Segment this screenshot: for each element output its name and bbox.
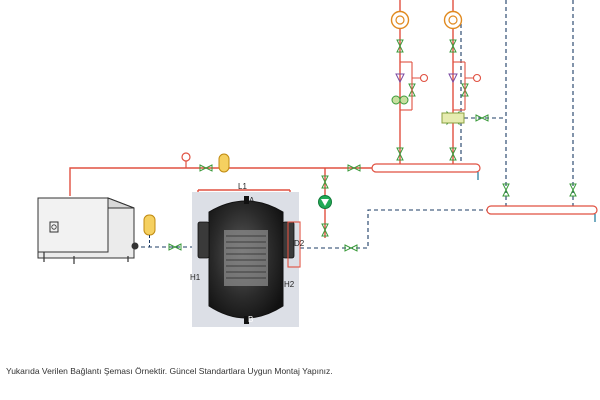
valve-icon [396,39,404,53]
valve-icon [449,39,457,53]
label-h2: H2 [284,280,295,289]
return-piping [134,0,574,249]
label-a: A [249,196,255,205]
valve-icon [321,223,329,237]
expansion-tank-left [143,214,156,247]
valve-icon [449,147,457,161]
valve-icon [344,244,358,252]
motorized-valve-icon [391,95,401,105]
zone-pump-icon [390,10,410,30]
supply-header [371,163,481,173]
expansion-tank-top [218,153,230,173]
boiler [37,197,139,264]
valve-icon [321,175,329,189]
valve-icon [502,183,510,197]
mixing-valve-icon [441,112,465,124]
label-h1: H1 [190,273,201,282]
return-header [486,205,598,215]
installation-note: Yukarıda Verilen Bağlantı Şeması Örnekti… [6,366,333,376]
valve-icon [199,164,213,172]
label-d2: D2 [294,239,305,248]
pressure-gauge-icon [181,152,191,168]
valve-icon [396,147,404,161]
thermometer-icon [419,73,429,83]
zone-pump-icon [443,10,463,30]
check-valve-icon [448,73,458,84]
label-b: B [248,315,253,324]
separator-tank [192,192,301,327]
thermometer-icon [472,73,482,83]
valve-icon [347,164,361,172]
valve-icon [475,114,489,122]
check-valve-icon [395,73,405,84]
valve-icon [168,243,182,251]
boiler-control-icon [49,221,59,233]
zone-1-riser [390,10,429,111]
zone-2-riser [441,10,482,124]
label-l1: L1 [238,182,247,191]
valve-icon [569,183,577,197]
circulation-pump-icon [318,195,332,209]
boiler-burner-icon [131,242,139,250]
